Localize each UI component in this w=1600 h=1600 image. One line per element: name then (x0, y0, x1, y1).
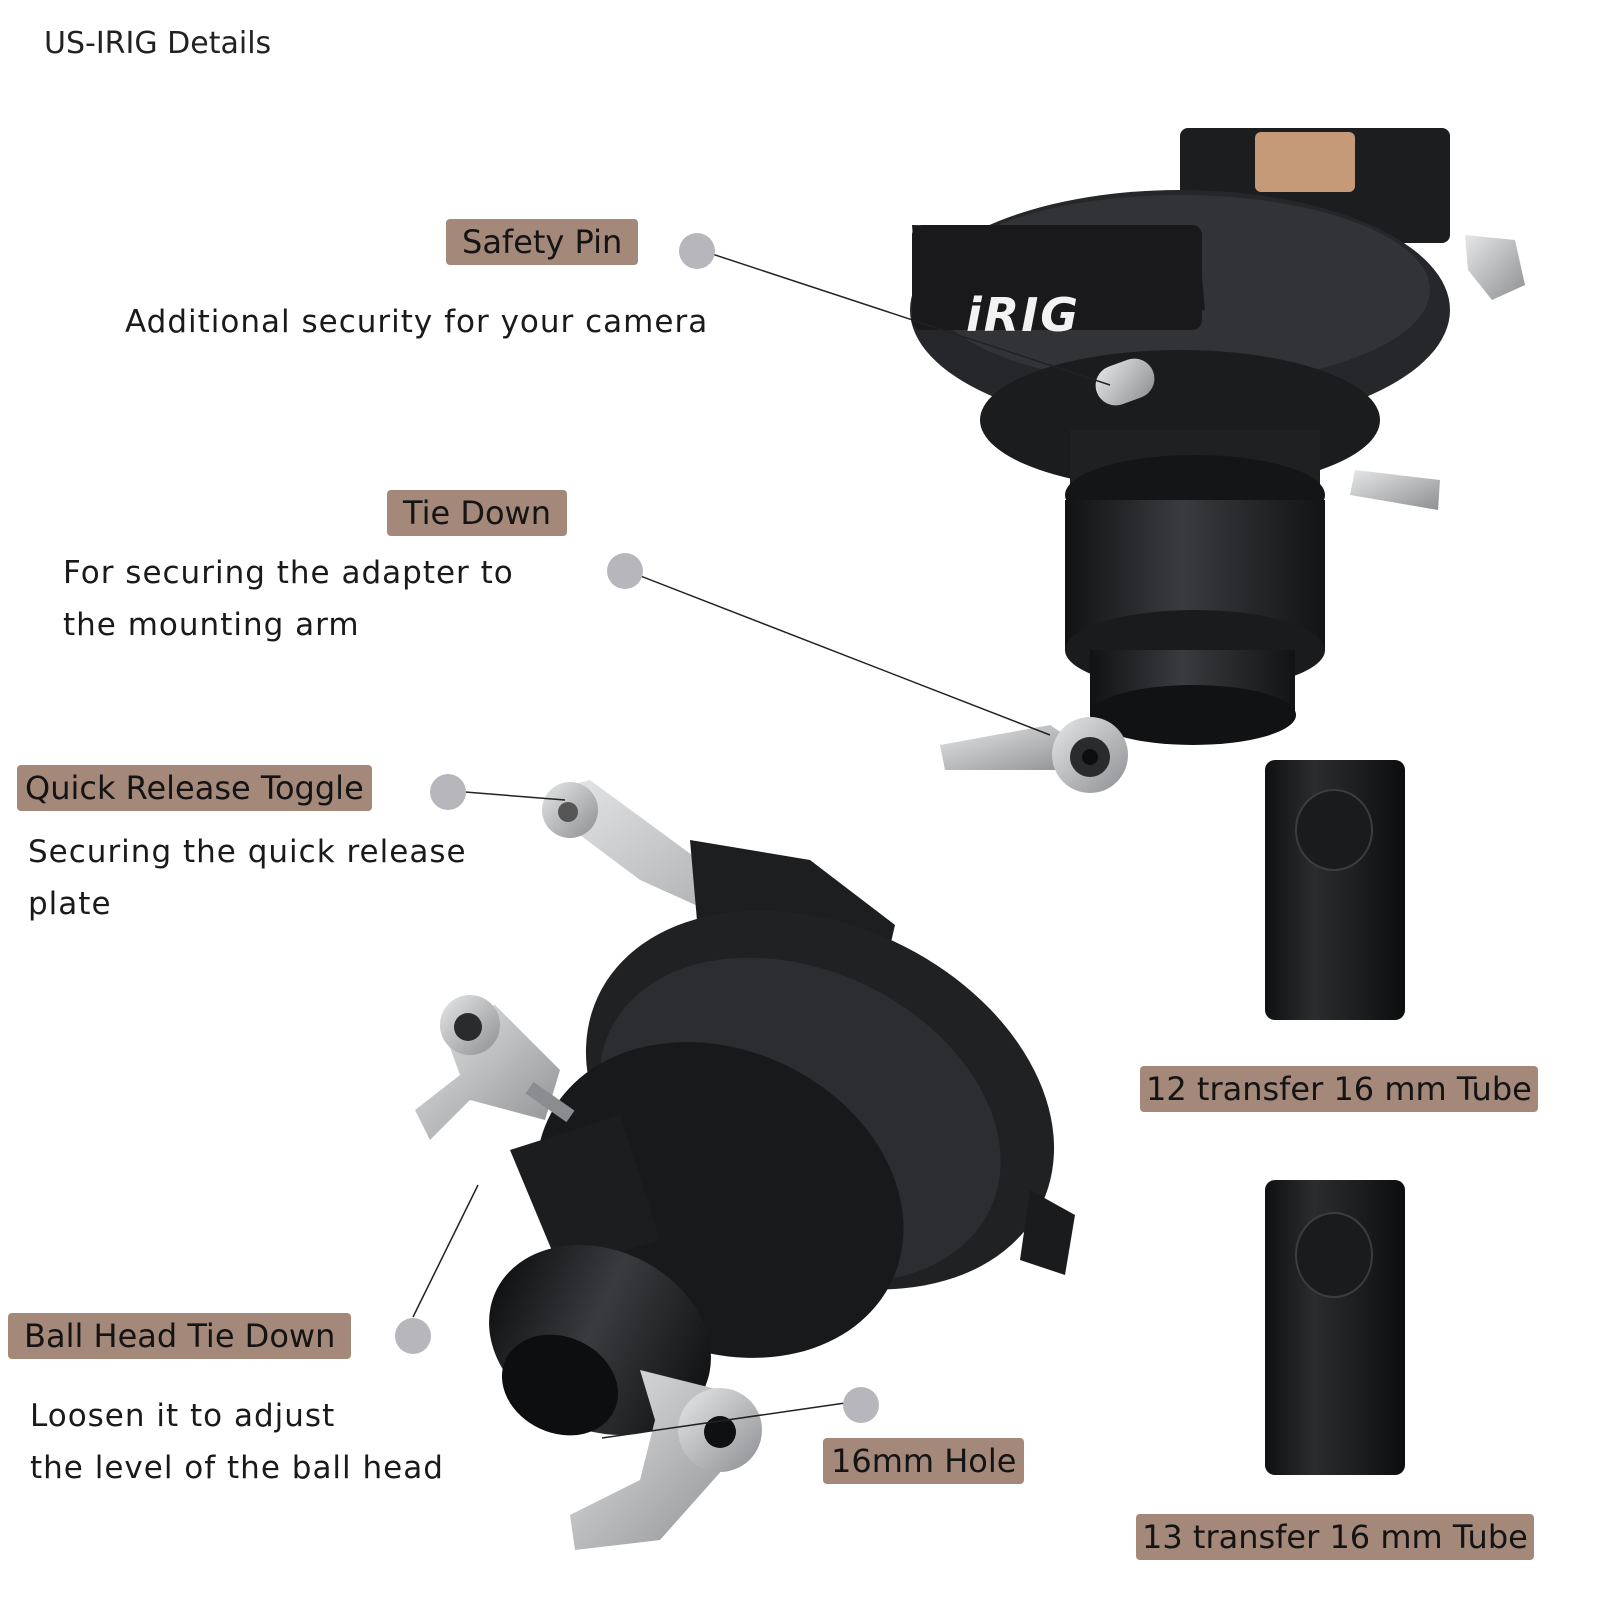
quick-release-label: Quick Release Toggle (17, 765, 372, 812)
hole-16mm (501, 1334, 619, 1436)
tie-down-marker (607, 553, 643, 589)
tie-down-description-line-2: the mounting arm (63, 607, 360, 643)
tube-12 (1265, 760, 1405, 1020)
brand-logo: iRIG (966, 288, 1081, 342)
ball-head-description-line-2: the level of the ball head (30, 1450, 444, 1486)
top-adapter (910, 128, 1525, 793)
ball-head-marker (395, 1318, 431, 1354)
hole-marker (843, 1387, 879, 1423)
hole-label: 16mm Hole (823, 1438, 1025, 1485)
quick-release-marker (430, 774, 466, 810)
ball-head-description: Loosen it to adjust the level of the bal… (30, 1390, 444, 1494)
ball-head-label: Ball Head Tie Down (8, 1313, 352, 1360)
tube-13 (1265, 1180, 1405, 1475)
brass-plate (1255, 132, 1355, 192)
bottom-adapter (415, 780, 1075, 1550)
safety-pin-part (1095, 358, 1155, 406)
safety-pin-marker (679, 233, 715, 269)
tube-13-label: 13 transfer 16 mm Tube (1136, 1514, 1534, 1561)
quick-release-description: Securing the quick release plate (28, 826, 467, 930)
ball-head-description-line-1: Loosen it to adjust (30, 1398, 336, 1434)
safety-pin-label: Safety Pin (446, 219, 639, 266)
quick-release-description-line-2: plate (28, 886, 112, 922)
tie-down-description: For securing the adapter to the mounting… (63, 547, 514, 651)
quick-release-description-line-1: Securing the quick release (28, 834, 467, 870)
tie-down-label: Tie Down (387, 490, 567, 537)
safety-pin-description: Additional security for your camera (125, 304, 709, 340)
tie-down-lever (940, 725, 1080, 770)
page-title: US-IRIG Details (44, 26, 272, 61)
tube-12-label: 12 transfer 16 mm Tube (1140, 1066, 1538, 1113)
tie-down-description-line-1: For securing the adapter to (63, 555, 514, 591)
leader-lines (412, 249, 1111, 1439)
